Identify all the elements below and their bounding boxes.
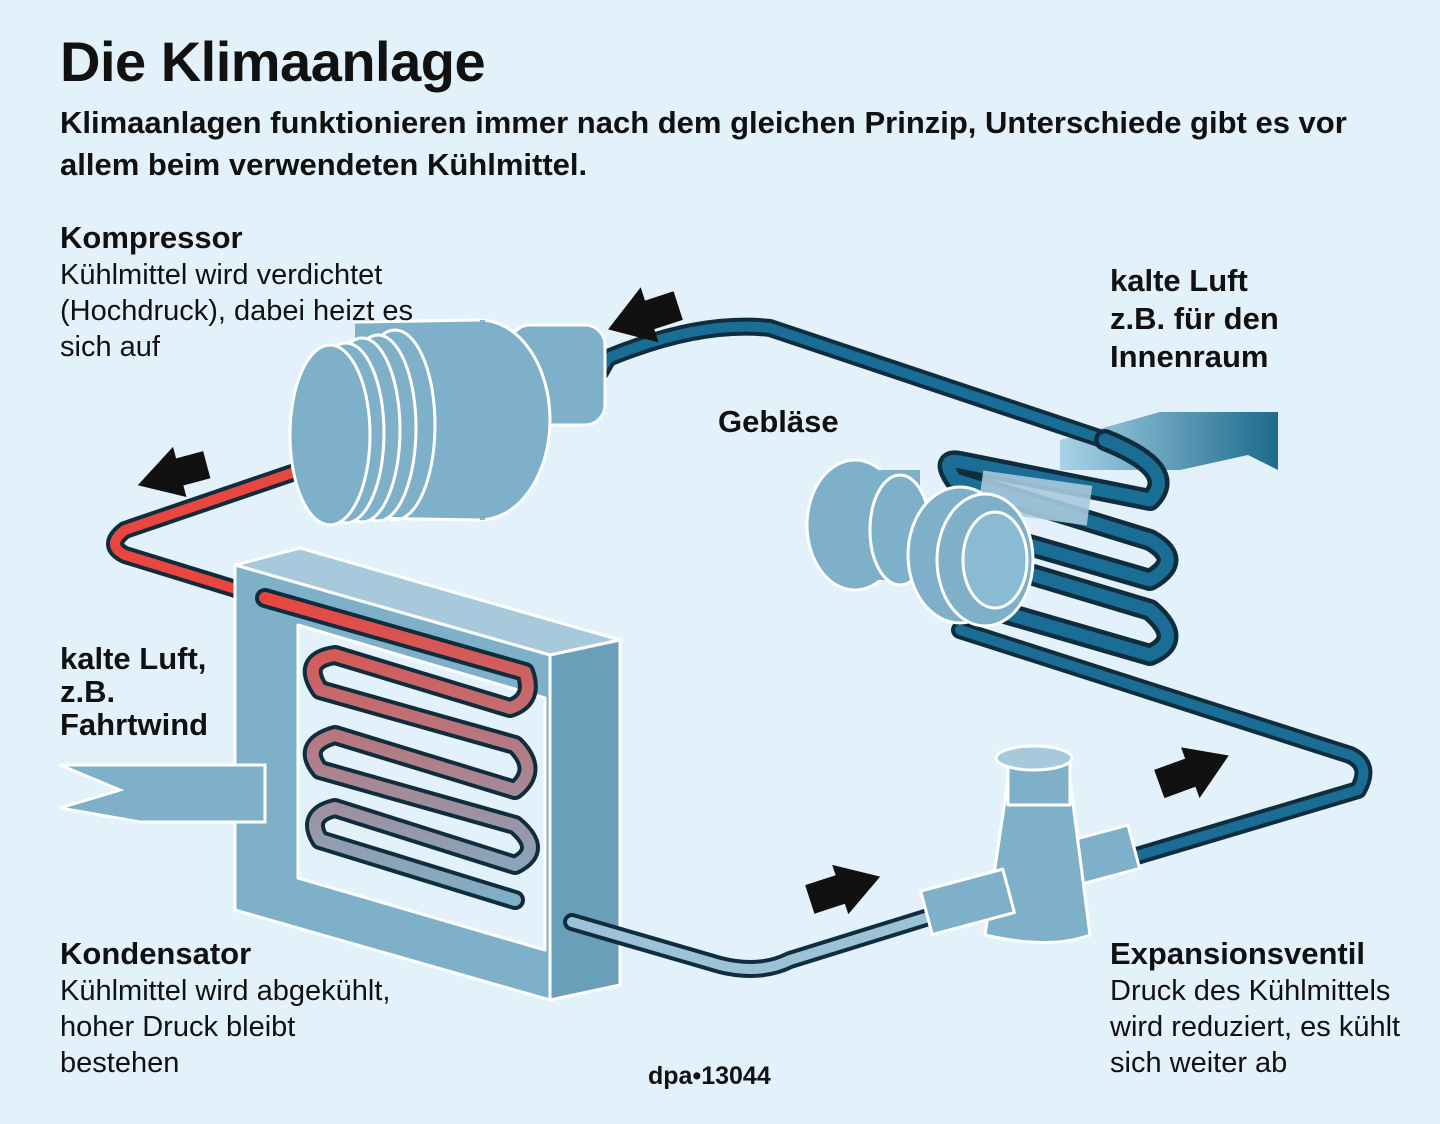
page-subtitle: Klimaanlagen funktionieren immer nach de… [60, 105, 1347, 182]
kalte-luft-fahrt-line-2: z.B. [60, 674, 116, 709]
flow-arrow-top [608, 287, 683, 343]
kalte-luft-fahrt-line-1: kalte Luft, [60, 641, 207, 676]
kondensator-text: Kühlmittel wird abgekühlt, hoher Druck b… [60, 975, 391, 1079]
flow-arrow-left [137, 446, 211, 498]
kalte-luft-innen-line-2: z.B. für den [1110, 301, 1279, 336]
blower-fan [805, 458, 1093, 628]
kalte-luft-innen-line-3: Innenraum [1110, 339, 1269, 374]
kompressor-text: Kühlmittel wird verdichtet (Hochdruck), … [60, 259, 413, 363]
kalte-luft-innen-line-1: kalte Luft [1110, 263, 1248, 298]
flow-arrow-right [1154, 747, 1229, 799]
expansionsventil-text: Druck des Kühlmittels wird reduziert, es… [1110, 975, 1401, 1079]
credit-line: dpa•13044 [648, 1062, 771, 1090]
flow-arrows [137, 287, 1229, 915]
fahrtwind-inflow-arrow [59, 763, 267, 824]
compressor [288, 318, 607, 527]
expansion-valve [919, 744, 1142, 944]
kondensator-heading: Kondensator [60, 936, 252, 971]
label-kondensator: Kondensator Kühlmittel wird abgekühlt, h… [60, 938, 400, 1081]
expansionsventil-heading: Expansionsventil [1110, 936, 1365, 971]
evaporator-coil [931, 429, 1179, 666]
label-kalte-luft-fahrtwind: kalte Luft, z.B. Fahrtwind [60, 642, 260, 741]
kalte-luft-fahrt-line-3: Fahrtwind [60, 707, 209, 742]
liquid-pipe [563, 906, 944, 978]
hot-pipe [106, 451, 339, 607]
cold-pipe [591, 317, 1373, 867]
page-title: Die Klimaanlage [60, 30, 486, 93]
label-expansionsventil: Expansionsventil Druck des Kühlmittels w… [1110, 938, 1430, 1081]
label-kompressor: Kompressor Kühlmittel wird verdichtet (H… [60, 222, 440, 365]
label-kalte-luft-innenraum: kalte Luft z.B. für den Innenraum [1110, 262, 1410, 376]
kompressor-heading: Kompressor [60, 220, 243, 255]
flow-arrow-bottom [805, 864, 881, 915]
label-geblaese: Gebläse [718, 404, 839, 439]
condenser-coil [255, 588, 540, 910]
